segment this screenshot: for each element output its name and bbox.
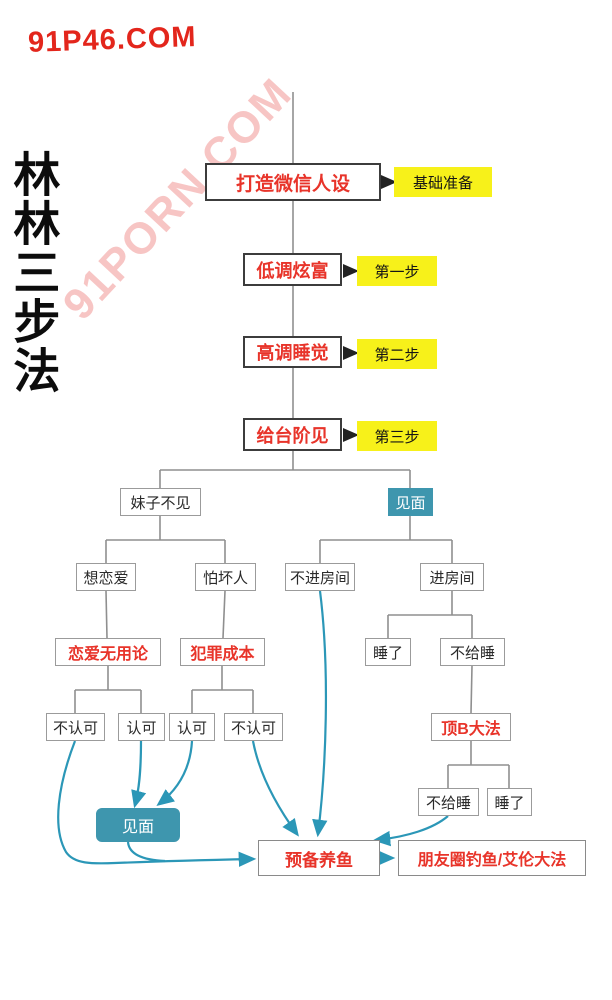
node-slept-left: 睡了	[365, 638, 411, 666]
flow-step-3: 给台阶见	[243, 418, 342, 451]
node-crime-cost: 犯罪成本	[180, 638, 265, 666]
tag-pointers	[343, 175, 397, 442]
node-moments-fishing-method: 朋友圈钓鱼/艾伦大法	[398, 840, 586, 876]
node-disagree-left: 不认可	[46, 713, 105, 741]
node-no-sleep-bottom: 不给睡	[418, 788, 479, 816]
edge-jianmian-bottom-out	[126, 841, 166, 863]
node-fears-badguys: 怕坏人	[195, 563, 256, 591]
edge-bujinfangjian-to-yangyu	[312, 590, 328, 838]
node-enter-room: 进房间	[420, 563, 484, 591]
tag-step-3: 第三步	[357, 421, 437, 451]
node-slept-bottom: 睡了	[487, 788, 532, 816]
flow-step-1: 低调炫富	[243, 253, 342, 286]
node-meet-bottom: 见面	[96, 808, 180, 842]
node-prepare-fishkeeping: 预备养鱼	[258, 840, 380, 876]
node-meet-top: 见面	[388, 488, 433, 516]
page-title: 林林三步法	[6, 150, 60, 395]
node-agree-right: 认可	[169, 713, 215, 741]
flow-step-persona: 打造微信人设	[205, 163, 381, 201]
tag-step-2: 第二步	[357, 339, 437, 369]
node-agree-left: 认可	[118, 713, 165, 741]
edge-renke-right-to-jianmian	[156, 740, 194, 807]
node-wants-love: 想恋爱	[76, 563, 136, 591]
node-no-sleep-top: 不给睡	[440, 638, 505, 666]
node-disagree-right: 不认可	[224, 713, 283, 741]
edge-burenke-left-to-yangyu	[57, 740, 257, 868]
node-love-useless-theory: 恋爱无用论	[55, 638, 161, 666]
gray-connectors	[74, 92, 510, 788]
tag-basic-prep: 基础准备	[394, 167, 492, 197]
teal-arrows	[57, 590, 449, 868]
edge-bugeishui-to-yangyu	[372, 815, 449, 847]
node-dingb-method: 顶B大法	[431, 713, 511, 741]
flow-step-2: 高调睡觉	[243, 336, 342, 368]
node-girl-refuses: 妹子不见	[120, 488, 201, 516]
tag-step-1: 第一步	[357, 256, 437, 286]
node-no-enter-room: 不进房间	[285, 563, 355, 591]
edge-renke-left-to-jianmian	[131, 740, 147, 809]
edge-burenke-right-to-yangyu	[251, 740, 299, 837]
site-logo-watermark: 91P46.COM	[27, 21, 198, 59]
